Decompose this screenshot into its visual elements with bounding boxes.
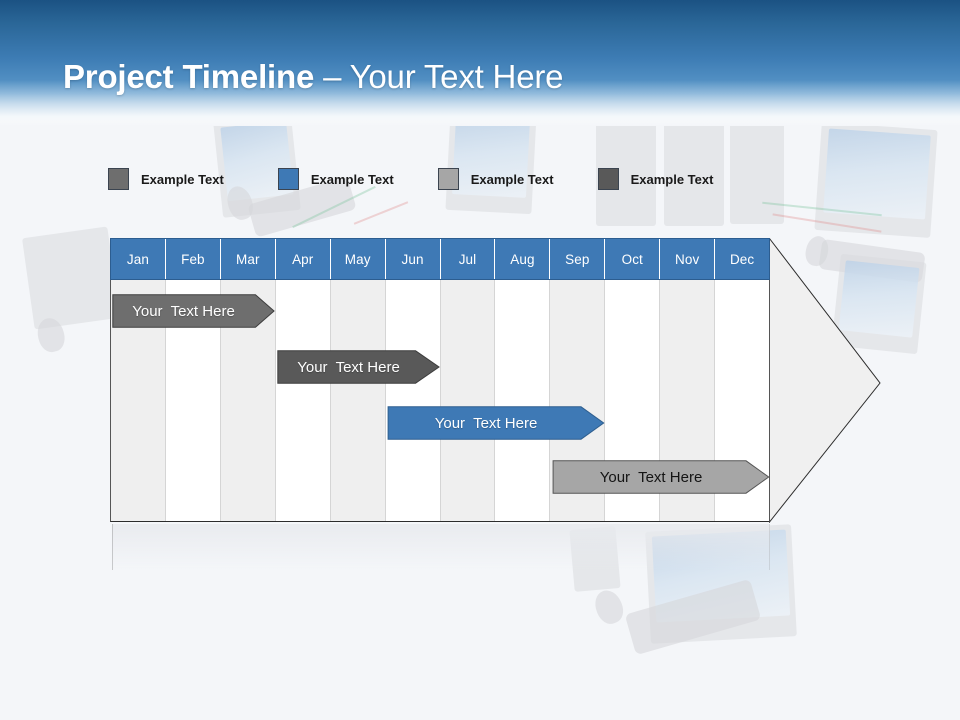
- header-band: [0, 0, 960, 126]
- timeline-bar[interactable]: Your Text Here: [277, 350, 440, 384]
- legend-item-label: Example Text: [630, 171, 714, 187]
- timeline-bars: Your Text Here Your Text Here Your Text …: [110, 238, 770, 522]
- timeline-bar-label: Your Text Here: [599, 468, 703, 486]
- legend-swatch-icon: [108, 168, 129, 190]
- timeline-bar[interactable]: Your Text Here: [387, 406, 605, 440]
- timeline-chart: Jan Feb Mar Apr May Jun Jul Aug Sep Oct …: [110, 238, 770, 522]
- arrow-shape-icon: [552, 460, 770, 494]
- legend-item-3[interactable]: Example Text: [437, 168, 554, 190]
- timeline-bar-label: Your Text Here: [434, 414, 538, 432]
- timeline-bar-label: Your Text Here: [132, 302, 235, 320]
- arrow-shape-icon: [277, 350, 440, 384]
- month-header-cell[interactable]: Sep: [550, 239, 606, 279]
- month-header-cell[interactable]: Apr: [276, 239, 331, 279]
- page-title-rest: – Your Text Here: [314, 58, 564, 95]
- grid-column: [330, 280, 386, 521]
- legend-item-4[interactable]: Example Text: [597, 168, 714, 190]
- month-header-cell[interactable]: Jun: [386, 239, 441, 279]
- month-header-cell[interactable]: Nov: [660, 239, 716, 279]
- month-header-cell[interactable]: Dec: [729, 251, 755, 267]
- legend-swatch-icon: [437, 168, 459, 190]
- month-header-row: Jan Feb Mar Apr May Jun Jul Aug Sep Oct …: [110, 238, 770, 280]
- legend-item-1[interactable]: Example Text: [108, 168, 224, 190]
- grid-column: [385, 280, 441, 521]
- grid-column: [495, 280, 551, 521]
- timeline-arrowhead-icon: [769, 238, 881, 523]
- legend-item-2[interactable]: Example Text: [277, 168, 394, 190]
- month-header-cell[interactable]: Jan: [111, 239, 166, 279]
- month-header-cell[interactable]: Aug: [495, 239, 551, 279]
- legend-swatch-icon: [277, 168, 299, 190]
- month-header-cell[interactable]: Feb: [166, 239, 221, 279]
- month-header-cell[interactable]: Mar: [221, 239, 276, 279]
- month-header-cell[interactable]: Jul: [441, 239, 496, 279]
- month-header-cell[interactable]: Oct: [605, 239, 661, 279]
- grid-column: [275, 280, 331, 521]
- chart-reflection: [112, 524, 770, 570]
- grid-column: [440, 280, 496, 521]
- legend: Example Text Example Text Example Text E…: [108, 168, 713, 190]
- month-header-cell[interactable]: May: [331, 239, 386, 279]
- timeline-bar[interactable]: Your Text Here: [112, 294, 275, 328]
- page-title: Project Timeline – Your Text Here: [63, 58, 563, 96]
- arrow-shape-icon: [387, 406, 605, 440]
- timeline-bar-label: Your Text Here: [297, 358, 400, 376]
- legend-swatch-icon: [597, 168, 619, 190]
- timeline-bar[interactable]: Your Text Here: [552, 460, 770, 494]
- legend-item-label: Example Text: [470, 171, 554, 187]
- legend-item-label: Example Text: [310, 171, 394, 187]
- legend-item-label: Example Text: [141, 171, 224, 187]
- page-title-bold: Project Timeline: [63, 58, 315, 95]
